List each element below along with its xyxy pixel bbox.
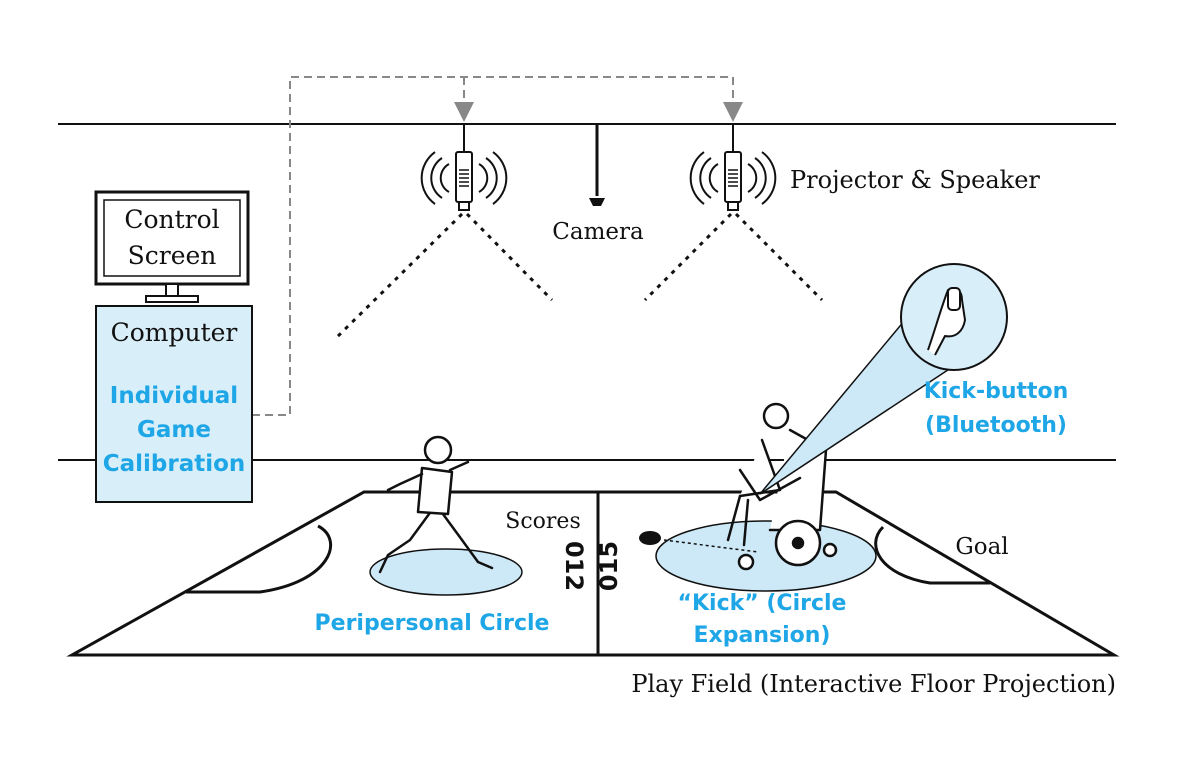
scores-label: Scores [505, 509, 580, 534]
kick-button-label-line1: Kick-button [924, 379, 1069, 404]
projection-beam-right [643, 212, 824, 302]
kick-direction-line [663, 539, 759, 553]
monitor-icon [94, 190, 250, 303]
calibration-label-line2: Game [137, 417, 211, 443]
left-goal-arc [186, 524, 333, 594]
projector-right-icon [724, 124, 742, 211]
projector-left-icon [455, 124, 473, 211]
speaker-waves-left-icon [420, 151, 508, 205]
camera-label: Camera [552, 219, 644, 245]
score-right: 015 [595, 541, 623, 591]
play-field [66, 490, 1120, 657]
kick-label-line2: Expansion) [694, 623, 831, 648]
computer-label: Computer [111, 318, 238, 347]
goal-label: Goal [955, 534, 1008, 560]
play-field-label: Play Field (Interactive Floor Projection… [631, 670, 1116, 698]
right-goal-arc [874, 525, 990, 585]
hand-with-button-icon [927, 287, 966, 356]
projector-speaker-label: Projector & Speaker [790, 166, 1040, 194]
control-screen-label-line2: Screen [128, 241, 217, 270]
kick-expansion-circle [655, 520, 877, 592]
score-left: 012 [560, 541, 588, 591]
projection-beam-left [332, 212, 554, 342]
cable-connection [252, 76, 743, 416]
control-screen-label: Control [124, 205, 219, 234]
running-child-figure [378, 435, 494, 574]
computer-box [95, 305, 253, 503]
kick-label-line1: “Kick” (Circle [678, 591, 847, 616]
speaker-waves-right-icon [689, 151, 777, 205]
calibration-label-line3: Calibration [103, 451, 246, 477]
camera-icon [589, 124, 605, 206]
ball-icon [639, 531, 661, 545]
peripersonal-circle-label: Peripersonal Circle [315, 611, 550, 636]
kick-button-label-line2: (Bluetooth) [925, 413, 1067, 438]
peripersonal-circle [369, 548, 523, 596]
calibration-label-line1: Individual [110, 383, 238, 409]
